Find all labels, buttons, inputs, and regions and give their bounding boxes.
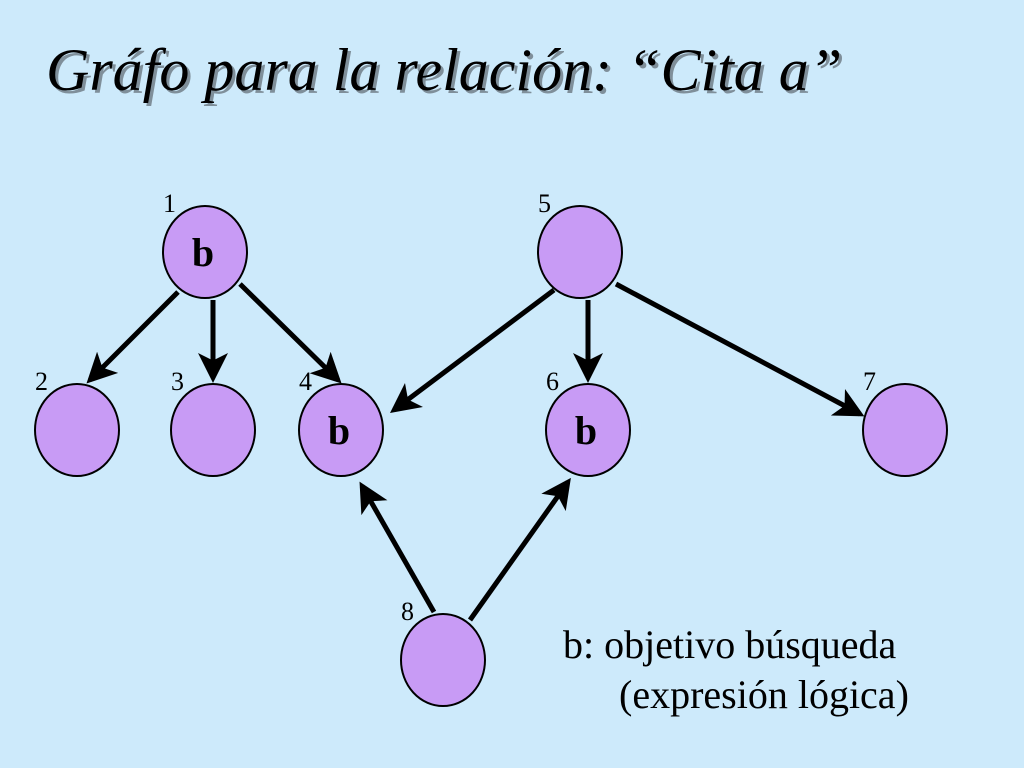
node-circle — [545, 383, 631, 477]
node-label: b — [328, 408, 350, 453]
node-6: 6b — [545, 367, 631, 477]
node-circle — [400, 613, 486, 707]
node-label: b — [192, 230, 214, 275]
node-4: 4b — [298, 367, 384, 477]
node-circle — [862, 383, 948, 477]
slide-title: Gráfo para la relación: “Cita a” — [46, 37, 843, 103]
node-2: 2 — [34, 367, 120, 477]
legend-line-1: b: objetivo búsqueda — [563, 622, 897, 667]
node-circle — [170, 383, 256, 477]
node-number: 4 — [299, 367, 312, 396]
node-number: 8 — [401, 597, 414, 626]
node-circle — [537, 205, 623, 299]
node-circle — [298, 383, 384, 477]
node-label: b — [575, 408, 597, 453]
node-1: 1b — [162, 189, 248, 299]
node-circle — [34, 383, 120, 477]
node-number: 3 — [171, 367, 184, 396]
node-8: 8 — [400, 597, 486, 707]
edge-5-to-7 — [614, 281, 865, 417]
node-number: 2 — [35, 367, 48, 396]
node-5: 5 — [537, 189, 623, 299]
edge-8-to-4 — [359, 481, 437, 614]
edge-1-to-2 — [86, 290, 180, 384]
node-number: 1 — [163, 189, 176, 218]
edge-5-to-4 — [390, 288, 556, 413]
node-number: 7 — [863, 367, 876, 396]
node-3: 3 — [170, 367, 256, 477]
edge-1-to-4 — [238, 282, 342, 384]
edges-layer — [86, 281, 865, 622]
node-number: 5 — [538, 189, 551, 218]
edge-8-to-6 — [467, 477, 571, 622]
legend-line-2: (expresión lógica) — [619, 672, 909, 717]
legend: b: objetivo búsqueda (expresión lógica) — [563, 620, 909, 720]
node-circle — [162, 205, 248, 299]
node-7: 7 — [862, 367, 948, 477]
node-number: 6 — [546, 367, 559, 396]
